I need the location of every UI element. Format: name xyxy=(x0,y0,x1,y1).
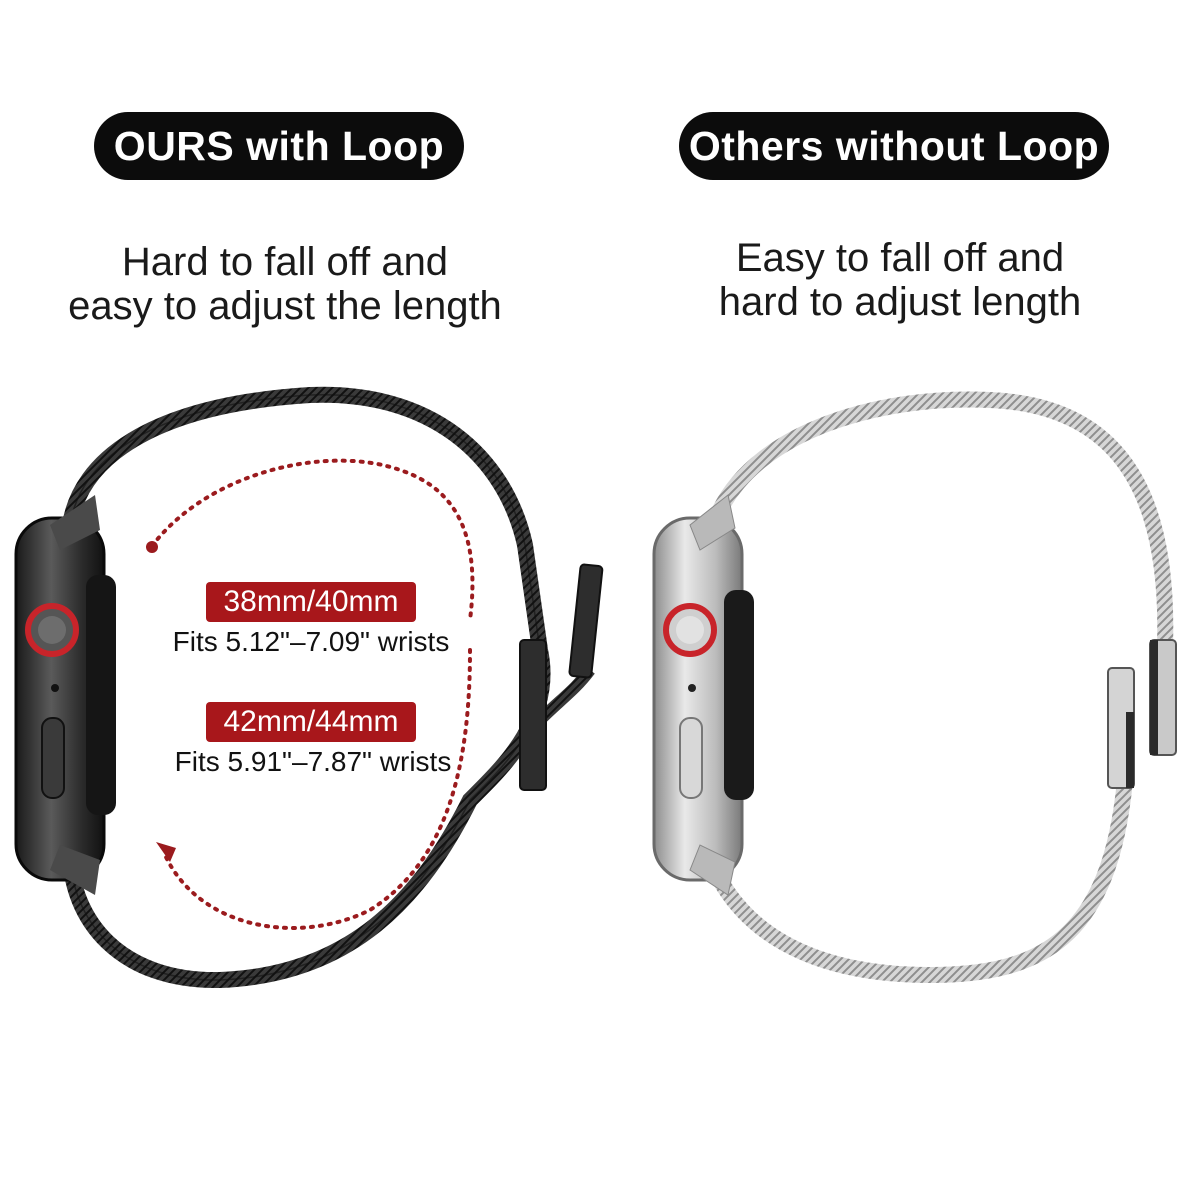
loop-clasp xyxy=(568,563,604,679)
silver-band-without-loop xyxy=(652,391,1177,984)
ours-with-loop-label: OURS with Loop xyxy=(94,112,464,180)
ours-description: Hard to fall off and easy to adjust the … xyxy=(40,240,530,328)
black-band-with-loop xyxy=(14,386,604,989)
ours-title-text: OURS with Loop xyxy=(113,122,445,169)
size-large-text: 42mm/44mm xyxy=(223,705,399,738)
silver-mesh-band-top xyxy=(712,391,1174,646)
others-title-text: Others without Loop xyxy=(688,122,1100,169)
ours-desc-line-2: easy to adjust the length xyxy=(68,284,502,328)
size-badge-small: 38mm/40mm xyxy=(206,582,416,622)
silver-side-button xyxy=(679,717,703,799)
ours-desc-line-1: Hard to fall off and xyxy=(121,240,449,284)
magnetic-clasp xyxy=(519,639,547,791)
fit-small-text: Fits 5.12"–7.09" wrists xyxy=(172,626,450,657)
fit-large-text: Fits 5.91"–7.87" wrists xyxy=(174,746,452,777)
size-small-text: 38mm/40mm xyxy=(223,585,399,618)
silver-mesh-band-bottom xyxy=(713,779,1133,984)
others-desc-line-1: Easy to fall off and xyxy=(735,236,1065,280)
side-button xyxy=(41,717,65,799)
dotted-arrow-icon xyxy=(146,458,475,930)
others-description: Easy to fall off and hard to adjust leng… xyxy=(660,236,1140,324)
others-without-loop-label: Others without Loop xyxy=(679,112,1109,180)
others-desc-line-2: hard to adjust length xyxy=(718,280,1082,324)
size-badge-large: 42mm/44mm xyxy=(206,702,416,742)
black-mesh-band-outer xyxy=(62,386,551,989)
